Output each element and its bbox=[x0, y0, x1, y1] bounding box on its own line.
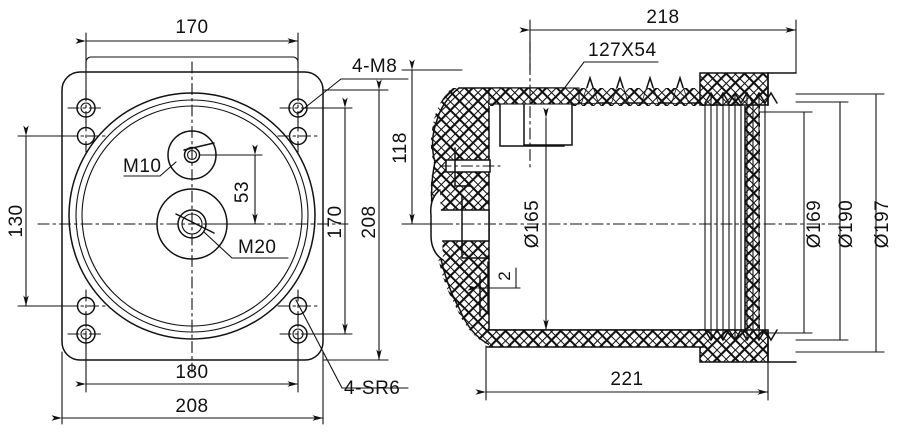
upper-terminal-step bbox=[454, 147, 471, 187]
dim-label-218: 218 bbox=[646, 7, 679, 28]
front-view: 170 130 180 208 1 bbox=[6, 17, 409, 425]
m10-slot-line bbox=[183, 142, 215, 151]
dim-label-180: 180 bbox=[175, 362, 208, 383]
dim-208-right: 208 bbox=[322, 79, 389, 361]
callout-4sr6: 4-SR6 bbox=[295, 299, 409, 399]
dim-label-130: 130 bbox=[6, 204, 27, 237]
dim-label-53: 53 bbox=[232, 181, 253, 203]
threaded-barrel bbox=[699, 72, 797, 363]
bottom-wall bbox=[486, 329, 705, 348]
dim-d165: Ø165 bbox=[522, 107, 549, 331]
callout-4m8: 4-M8 bbox=[296, 56, 409, 115]
dim-label-2: 2 bbox=[495, 271, 514, 280]
dim-53: 53 bbox=[199, 144, 263, 225]
m10-leader bbox=[123, 161, 177, 177]
dim-130-left: 130 bbox=[6, 125, 79, 307]
dim-label-118: 118 bbox=[390, 132, 411, 164]
dim-label-d197: Ø197 bbox=[872, 200, 893, 248]
top-hatch-band bbox=[488, 87, 580, 105]
thread-root-lines bbox=[704, 94, 766, 339]
dim-label-208-bottom: 208 bbox=[175, 396, 208, 417]
m8-leader bbox=[296, 78, 409, 115]
callout-m10: M10 bbox=[123, 142, 215, 177]
callout-label-4m8: 4-M8 bbox=[352, 56, 397, 77]
sr6-leader bbox=[295, 299, 409, 389]
center-terminal-step bbox=[461, 195, 490, 259]
dim-label-d165: Ø165 bbox=[522, 200, 543, 248]
dim-2-wall: 2 bbox=[467, 267, 521, 291]
callout-label-4sr6: 4-SR6 bbox=[344, 378, 400, 399]
dim-label-d190: Ø190 bbox=[836, 200, 857, 248]
dim-label-170-top: 170 bbox=[175, 17, 208, 38]
section-view: 218 127X54 118 Ø165 2 bbox=[390, 7, 893, 401]
dim-218: 218 bbox=[519, 7, 797, 74]
callout-m20: M20 bbox=[175, 213, 289, 259]
window-rect-lower bbox=[523, 102, 573, 146]
dim-label-221: 221 bbox=[610, 369, 643, 390]
dim-d197: Ø197 bbox=[795, 93, 893, 353]
dim-d190: Ø190 bbox=[795, 101, 857, 341]
mounting-plate-outline bbox=[61, 71, 324, 361]
dim-118: 118 bbox=[390, 59, 463, 225]
m20-slot-line bbox=[175, 213, 215, 234]
dim-label-d169: Ø169 bbox=[804, 200, 825, 248]
callout-label-127x54: 127X54 bbox=[588, 40, 657, 61]
callout-label-m10: M10 bbox=[123, 156, 161, 177]
dim-180-bottom: 180 bbox=[75, 333, 299, 393]
callout-127x54: 127X54 bbox=[562, 40, 659, 91]
left-terminal-detail bbox=[430, 147, 501, 317]
callout-label-m20: M20 bbox=[238, 237, 276, 258]
m20-leader bbox=[203, 231, 289, 259]
dim-label-170-right: 170 bbox=[325, 205, 346, 238]
plate-top-bracket bbox=[85, 56, 299, 69]
dim-208-bottom: 208 bbox=[51, 351, 324, 425]
window-leader bbox=[562, 61, 659, 91]
dim-221: 221 bbox=[475, 345, 769, 401]
dim-label-208-right: 208 bbox=[359, 205, 380, 238]
bulb-inner-recess bbox=[430, 189, 444, 261]
dim-d169: Ø169 bbox=[759, 111, 825, 334]
shed-ribs bbox=[572, 75, 700, 104]
